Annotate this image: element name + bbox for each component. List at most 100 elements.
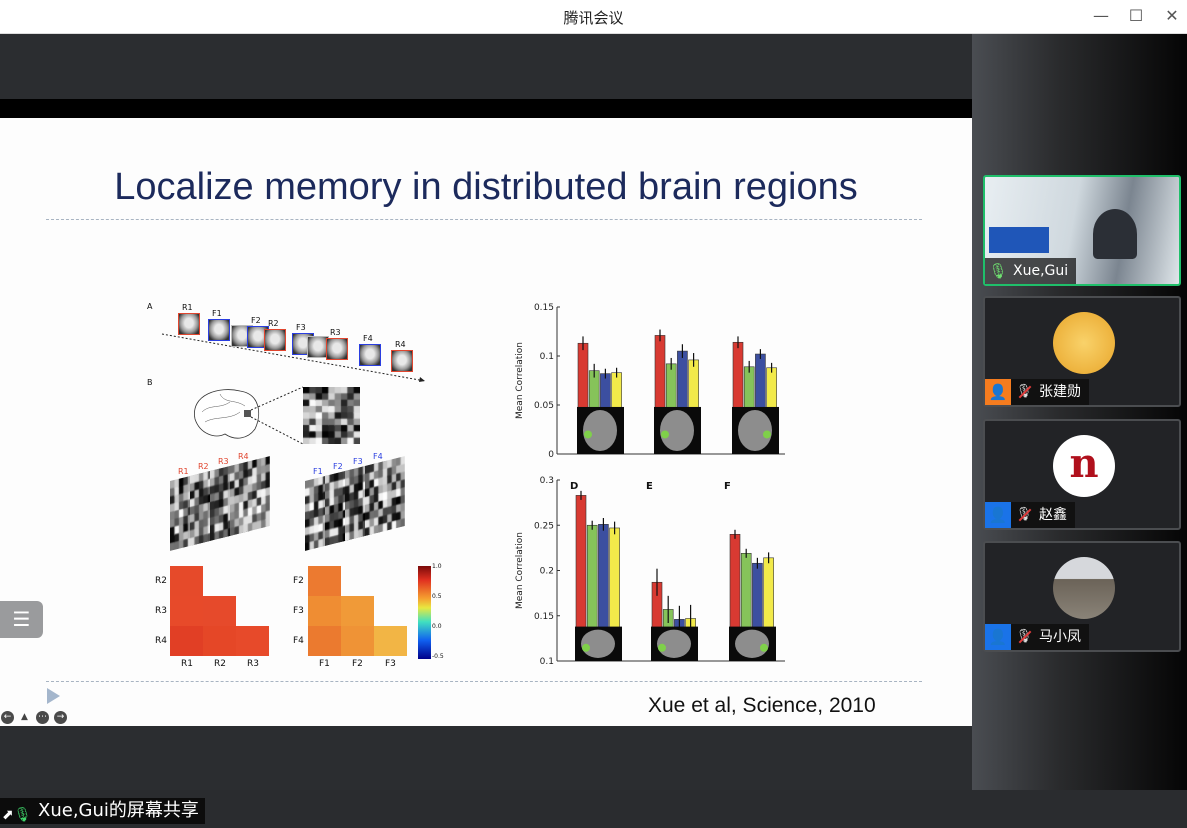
heatmap-cell <box>308 596 341 626</box>
heatmap-cell <box>170 596 203 626</box>
pattern-label: R1 <box>178 467 189 476</box>
participant-name: 马小凤 <box>1037 624 1089 650</box>
face-stimulus <box>326 338 348 360</box>
brain-roi <box>760 644 768 652</box>
stimulus-label: F1 <box>212 309 222 318</box>
y-tick-label: 0.15 <box>534 303 554 313</box>
y-tick-label: 0.25 <box>534 521 554 531</box>
heatmap-cell <box>341 626 374 656</box>
pattern-label: F4 <box>373 452 383 461</box>
heatmap-cell <box>203 596 236 626</box>
avatar: n <box>1053 435 1115 497</box>
video-person <box>1093 209 1137 259</box>
user-icon: 👤 <box>985 502 1011 528</box>
brain-slice <box>657 630 691 658</box>
participant-panel: 🎙 Xue,Gui 👤🎙张建勋 n 👤🎙赵鑫 👤🎙马小凤 <box>972 34 1187 790</box>
pattern-label: R2 <box>198 462 209 471</box>
brain-roi <box>661 430 669 438</box>
share-mic-icon: ⬈🎙 <box>2 802 32 828</box>
heatmap-cell <box>170 566 203 596</box>
panel-b-label: B <box>147 378 153 387</box>
stimulus-label: F3 <box>296 323 306 332</box>
heatmap-cell <box>203 626 236 656</box>
heatmap-cell <box>374 626 407 656</box>
heatmap-cell <box>308 566 341 596</box>
face-stimulus <box>264 329 286 351</box>
heatmap-col-label: R3 <box>247 659 259 669</box>
stimulus-label: R2 <box>268 319 279 328</box>
pattern-label: R3 <box>218 457 229 466</box>
y-tick-label: 0.1 <box>540 657 554 667</box>
participant-tile-video[interactable]: 🎙 Xue,Gui <box>983 175 1181 286</box>
y-tick-label: 0.2 <box>540 567 554 577</box>
more-icon[interactable]: ⋯ <box>36 711 49 724</box>
heatmap-col-label: F3 <box>385 659 396 669</box>
participant-tile[interactable]: 👤🎙张建勋 <box>983 296 1181 407</box>
divider-top <box>46 219 922 220</box>
presentation-slide: Localize memory in distributed brain reg… <box>0 118 972 726</box>
brain-slice <box>738 410 772 451</box>
title-bar: 腾讯会议 — ☐ ✕ <box>0 0 1187 34</box>
heatmap-row-label: F2 <box>293 576 304 586</box>
face-stimulus <box>178 313 200 335</box>
y-axis-label: Mean Correlation <box>515 342 525 419</box>
screen-letterbox <box>0 99 972 118</box>
heatmap-cell <box>341 596 374 626</box>
y-tick-label: 0 <box>548 450 554 460</box>
stimulus-label: R1 <box>182 303 193 312</box>
panel-label: F <box>724 481 731 492</box>
citation: Xue et al, Science, 2010 <box>648 694 876 718</box>
heatmap-cell <box>236 626 269 656</box>
participant-tile[interactable]: 👤🎙马小凤 <box>983 541 1181 652</box>
heatmap-row-label: F4 <box>293 636 304 646</box>
colorbar-tick: 0.5 <box>432 593 442 600</box>
heatmap-cell <box>170 626 203 656</box>
colorbar <box>418 566 431 659</box>
brain-slice <box>660 410 694 451</box>
video-sofa <box>989 227 1049 253</box>
brain-slice <box>581 630 615 658</box>
participant-name: 赵鑫 <box>1037 502 1075 528</box>
close-button[interactable]: ✕ <box>1158 4 1186 28</box>
voxel-pattern <box>303 387 360 444</box>
heatmap-row-label: F3 <box>293 606 304 616</box>
app-title: 腾讯会议 <box>0 7 1187 28</box>
minimize-button[interactable]: — <box>1087 4 1115 28</box>
participant-name: Xue,Gui <box>1011 258 1076 284</box>
brain-slice <box>735 630 769 658</box>
prev-slide-icon[interactable]: ← <box>1 711 14 724</box>
slide-title: Localize memory in distributed brain reg… <box>0 166 972 209</box>
y-tick-label: 0.15 <box>534 612 554 622</box>
face-stimulus <box>208 319 230 341</box>
heatmap-row-label: R4 <box>155 636 167 646</box>
maximize-button[interactable]: ☐ <box>1122 4 1150 28</box>
list-icon: ☰ <box>13 607 31 631</box>
avatar <box>1053 557 1115 619</box>
stimulus-label: R3 <box>330 328 341 337</box>
heatmap-col-label: F2 <box>352 659 363 669</box>
brain-roi <box>584 430 592 438</box>
y-tick-label: 0.3 <box>540 476 554 486</box>
heatmap-cell <box>308 626 341 656</box>
play-icon[interactable] <box>47 688 60 704</box>
mic-muted-icon: 🎙 <box>1011 502 1037 528</box>
y-tick-label: 0.1 <box>540 352 554 362</box>
colorbar-tick: -0.5 <box>432 653 444 660</box>
pattern-label: R4 <box>238 452 249 461</box>
panel-label: D <box>570 481 578 492</box>
heatmap-col-label: R1 <box>181 659 193 669</box>
divider-bottom <box>46 681 922 682</box>
screen-share-label: ⬈🎙 Xue,Gui的屏幕共享 <box>0 798 205 824</box>
user-icon: 👤 <box>985 624 1011 650</box>
pattern-label: F3 <box>353 457 363 466</box>
face-stimulus <box>391 350 413 372</box>
next-slide-icon[interactable]: → <box>54 711 67 724</box>
slide-menu-button[interactable]: ☰ <box>0 601 43 638</box>
participant-tile[interactable]: n 👤🎙赵鑫 <box>983 419 1181 530</box>
face-stimulus <box>359 344 381 366</box>
experiment-figure: A R1F1F2R2F3R3F4R4 B R1R2R3R4F1F2F3F4 R2… <box>140 294 440 674</box>
avatar <box>1053 312 1115 374</box>
panel-label: E <box>646 481 653 492</box>
pen-icon[interactable]: ▲ <box>18 711 31 724</box>
brain-roi <box>658 644 666 652</box>
